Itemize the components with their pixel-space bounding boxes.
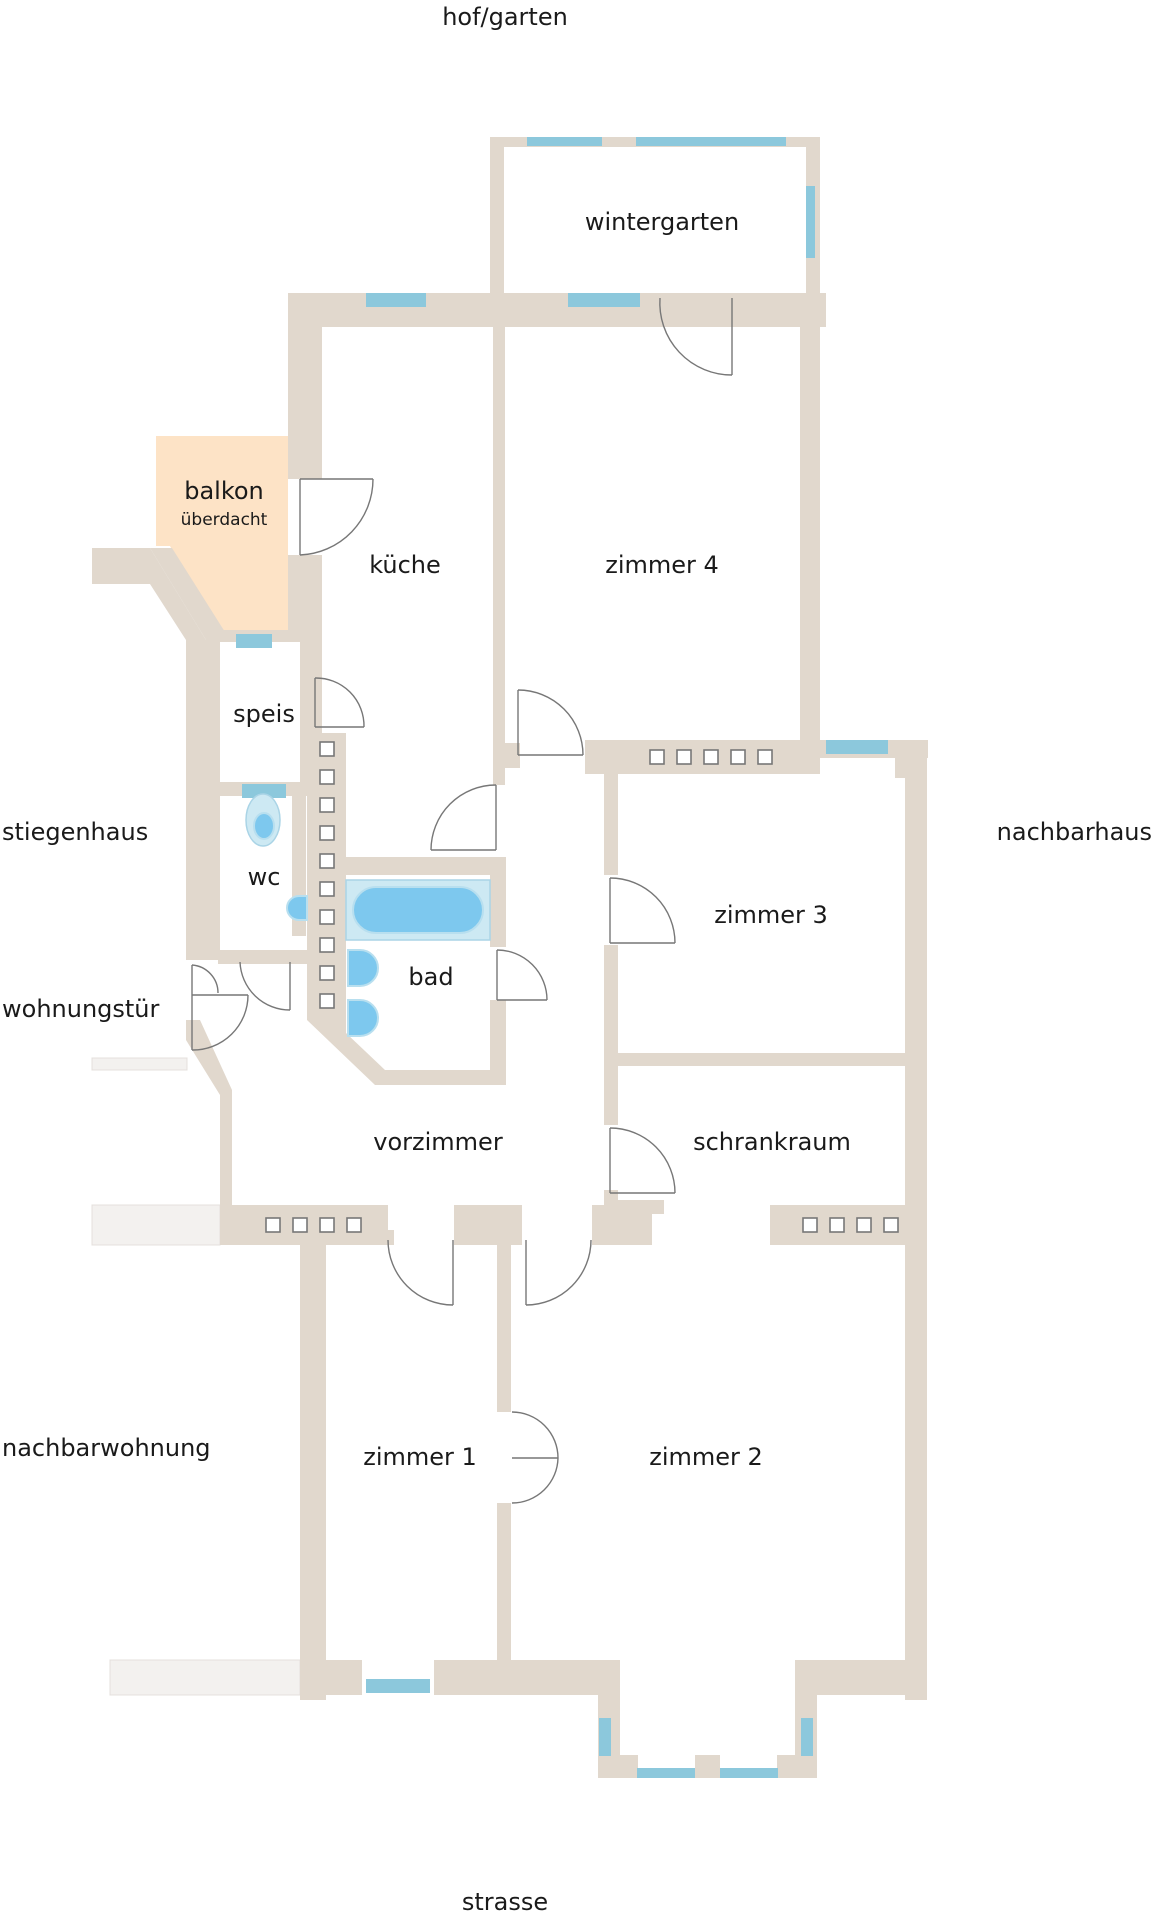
balcony-area [156,436,288,634]
door-speis[interactable] [314,677,365,728]
door-entrance[interactable] [191,964,249,1051]
door-zimmer4[interactable] [517,689,584,756]
label-balkon-sub: überdacht [181,510,268,530]
door-zimmer1[interactable] [387,1239,454,1306]
windows [236,137,888,1778]
door-zimmer3[interactable] [609,877,676,944]
label-bad: bad [408,963,453,991]
door-zimmer2[interactable] [525,1239,592,1306]
label-wc: wc [248,863,281,891]
label-hof-garten: hof/garten [442,3,568,31]
neighbor-strip-lower [109,1659,301,1696]
toilet-bowl-icon [253,812,275,840]
label-kueche: küche [369,551,441,579]
doors [191,297,733,1504]
label-nachbarhaus: nachbarhaus [997,818,1152,846]
label-balkon: balkon [184,477,264,505]
sink-icon [347,949,379,987]
wc-sink-icon [286,895,308,921]
label-stiegenhaus: stiegenhaus [2,818,148,846]
room-labels: wintergarten küche zimmer 4 balkon überd… [181,208,851,1471]
label-speis: speis [233,700,295,728]
door-schrankraum[interactable] [609,1127,676,1194]
label-schrankraum: schrankraum [693,1128,851,1156]
label-zimmer3: zimmer 3 [714,901,828,929]
label-wintergarten: wintergarten [585,208,739,236]
door-wintergarten[interactable] [659,297,733,376]
walls [92,137,928,1778]
label-vorzimmer: vorzimmer [373,1128,503,1156]
sink-icon [347,999,379,1037]
door-connecting[interactable] [511,1411,559,1504]
neighbor-strip-mid [91,1204,221,1246]
label-zimmer4: zimmer 4 [605,551,719,579]
label-zimmer2: zimmer 2 [649,1443,763,1471]
label-zimmer1: zimmer 1 [363,1443,477,1471]
label-nachbarwohnung: nachbarwohnung [2,1434,211,1462]
chimney-flues [265,741,899,1233]
door-kitchen[interactable] [430,784,497,851]
label-strasse: strasse [462,1888,548,1916]
label-wohnungstuer: wohnungstür [2,995,160,1023]
surrounding-labels: hof/garten strasse stiegenhaus wohnungst… [2,3,1152,1916]
door-bad[interactable] [496,949,548,1001]
bathtub-basin-icon [352,886,484,934]
sanitary-fixtures [245,793,491,1037]
neighbor-strip-entry [91,1057,188,1071]
door-wc[interactable] [239,961,291,1011]
door-balcony[interactable] [299,478,374,556]
